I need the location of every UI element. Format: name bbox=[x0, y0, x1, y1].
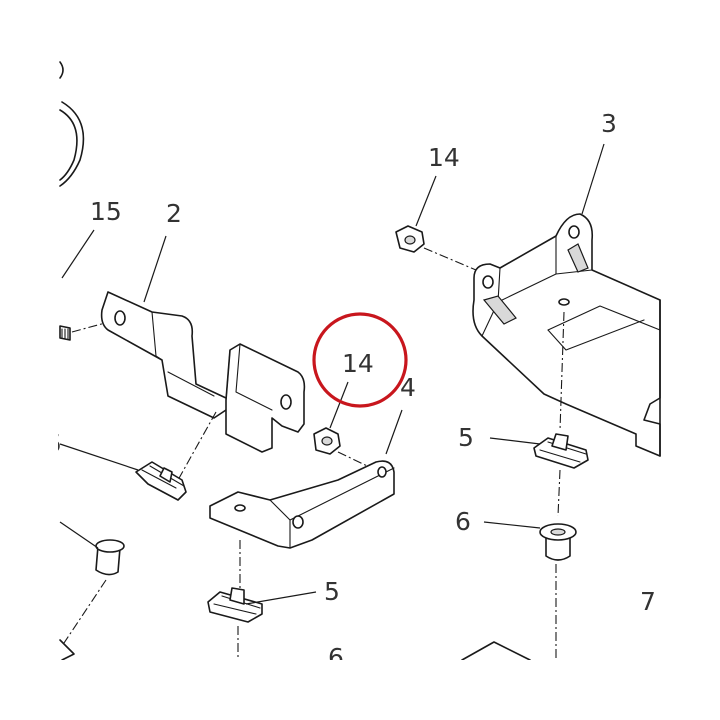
bracket-part-4 bbox=[209, 409, 403, 592]
bushing-part-6-right bbox=[483, 521, 577, 660]
callout-4: 4 bbox=[400, 373, 416, 402]
highlight-circle bbox=[312, 312, 408, 408]
partial-part-bottom-right bbox=[461, 641, 531, 661]
bracket-part-3 bbox=[472, 143, 661, 457]
nut-part-14-top bbox=[395, 175, 477, 271]
callout-14-top: 14 bbox=[428, 143, 460, 172]
nut-part-14-center bbox=[313, 381, 385, 475]
clip-nut-part-5-right bbox=[489, 433, 589, 517]
crop-mask-bottom bbox=[0, 660, 720, 720]
crop-mask-right bbox=[662, 0, 720, 720]
cable-loop-part bbox=[59, 61, 85, 187]
bracket-part-2 bbox=[100, 235, 306, 481]
callout-5-right: 5 bbox=[458, 423, 474, 452]
bushing-part-6-left bbox=[59, 521, 125, 647]
callout-5-center: 5 bbox=[324, 577, 340, 606]
callout-3: 3 bbox=[601, 109, 617, 138]
callout-2: 2 bbox=[166, 199, 182, 228]
crop-mask-left bbox=[0, 0, 58, 720]
callout-7: 7 bbox=[640, 587, 656, 616]
callout-15: 15 bbox=[90, 197, 122, 226]
clip-nut-part-5-left bbox=[59, 443, 187, 501]
clip-nut-part-5-center bbox=[207, 587, 317, 660]
callout-6-right: 6 bbox=[455, 507, 471, 536]
callout-14-center: 14 bbox=[342, 349, 374, 378]
partial-part-bottom-left bbox=[59, 639, 75, 661]
